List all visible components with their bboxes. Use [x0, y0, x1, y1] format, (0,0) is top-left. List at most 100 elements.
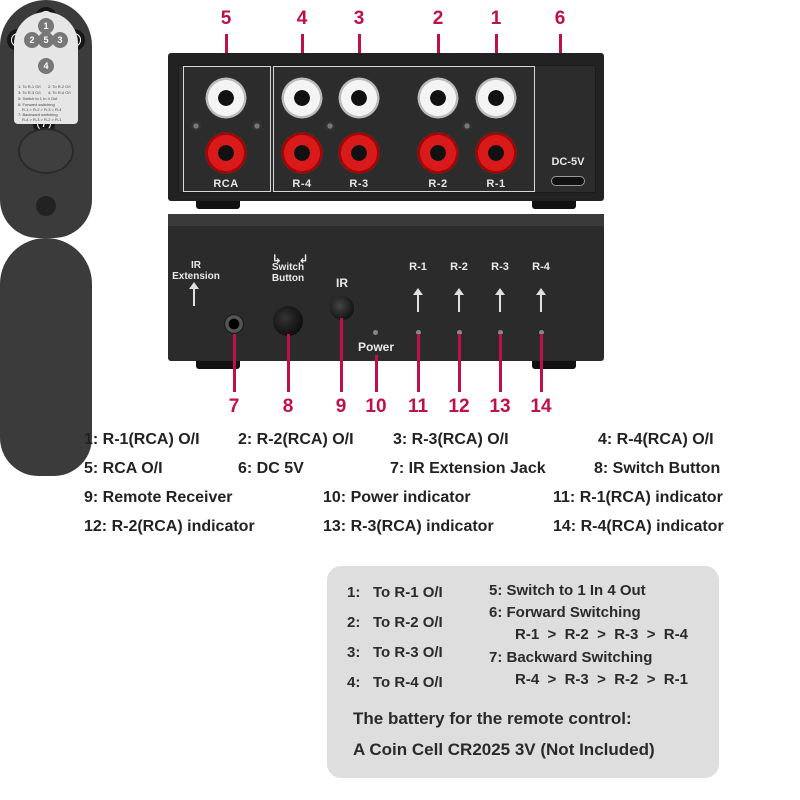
legend-item: 3: R-3(RCA) O/I	[393, 431, 509, 448]
legend-item: 4: R-4(RCA) O/I	[598, 431, 714, 448]
rca-red-jack[interactable]	[205, 132, 247, 174]
output-ports-frame	[273, 66, 535, 192]
callout-13: 13	[489, 396, 511, 417]
r4-led	[539, 330, 544, 335]
battery-note-line2: A Coin Cell CR2025 3V (Not Included)	[353, 740, 655, 759]
rear-panel: RCA R-4 R-3 R-2 R-1 DC-5V	[168, 53, 604, 209]
callout-10: 10	[365, 396, 387, 417]
front-foot	[196, 361, 240, 369]
port-label-r4: R-4	[532, 261, 550, 273]
legend-item: 1: R-1(RCA) O/I	[84, 431, 200, 448]
legend-item: 8: Switch Button	[594, 460, 721, 477]
arrow-up-icon	[413, 288, 423, 312]
power-led	[373, 330, 378, 335]
r1-white-jack[interactable]	[475, 77, 517, 119]
info-text: To R-2 O/I	[373, 614, 443, 631]
rca-port-frame	[183, 66, 271, 192]
dc-5v-label: DC-5V	[551, 156, 585, 168]
sticker-button-3: 3	[52, 32, 68, 48]
sticker-button-4: 4	[38, 58, 54, 74]
remote-back: 1 5 2 3 4 1: To R-1 O/I 2: To R-2 O/I 3:…	[0, 12, 92, 476]
sticker-text: 3: To R-3 O/I	[18, 90, 41, 95]
ir-extension-jack[interactable]	[224, 314, 244, 334]
r3-red-jack[interactable]	[338, 132, 380, 174]
sticker-text: 6: Forward switching	[18, 102, 55, 107]
r4-red-jack[interactable]	[281, 132, 323, 174]
usb-c-port[interactable]	[551, 176, 585, 186]
legend-item: 12: R-2(RCA) indicator	[84, 518, 255, 535]
callout-line-9	[340, 318, 343, 392]
callout-5: 5	[220, 8, 232, 29]
callout-7: 7	[228, 396, 240, 417]
sticker-text: 5: Switch to 1 In 4 Out	[18, 96, 58, 101]
callout-2: 2	[432, 8, 444, 29]
rear-foot	[196, 201, 240, 209]
sticker-text: 4: To R-4 O/I	[48, 90, 71, 95]
rear-panel-face: RCA R-4 R-3 R-2 R-1 DC-5V	[178, 65, 596, 193]
rear-foot	[532, 201, 576, 209]
info-text: To R-1 O/I	[373, 584, 443, 601]
rear-label-r4: R-4	[282, 178, 322, 190]
sticker-button-2: 2	[24, 32, 40, 48]
r2-white-jack[interactable]	[417, 77, 459, 119]
remote-instruction-sticker: 1 5 2 3 4 1: To R-1 O/I 2: To R-2 O/I 3:…	[14, 12, 78, 124]
r2-red-jack[interactable]	[417, 132, 459, 174]
cycle-arrows-icon: ↳ ↲	[271, 252, 309, 266]
rear-label-r3: R-3	[339, 178, 379, 190]
legend-item: 7: IR Extension Jack	[390, 460, 546, 477]
arrow-up-icon	[189, 282, 199, 306]
legend-item: 5: RCA O/I	[84, 460, 163, 477]
callout-4: 4	[296, 8, 308, 29]
sticker-text: R-4 > R-3 > R-2 > R-1	[22, 117, 62, 122]
rca-white-jack[interactable]	[205, 77, 247, 119]
callout-line-12	[458, 334, 461, 392]
legend-item: 9: Remote Receiver	[84, 489, 233, 506]
info-line: R-1 > R-2 > R-3 > R-4	[515, 626, 688, 643]
legend-item: 10: Power indicator	[323, 489, 471, 506]
lanyard-hole	[40, 200, 52, 212]
remote-info-box: 1: To R-1 O/I 2: To R-2 O/I 3: To R-3 O/…	[327, 566, 719, 778]
ir-receiver	[330, 296, 354, 320]
r1-red-jack[interactable]	[475, 132, 517, 174]
ir-extension-label: IR Extension	[172, 260, 220, 282]
callout-line-7	[233, 334, 236, 392]
rear-label-r2: R-2	[418, 178, 458, 190]
r4-white-jack[interactable]	[281, 77, 323, 119]
callout-1: 1	[490, 8, 502, 29]
rear-label-rca: RCA	[206, 178, 246, 190]
info-text: To R-4 O/I	[373, 674, 443, 691]
port-label-r2: R-2	[450, 261, 468, 273]
sticker-text: 2: To R-2 O/I	[48, 84, 71, 89]
info-line: 6: Forward Switching	[489, 604, 641, 621]
port-label-r1: R-1	[409, 261, 427, 273]
ir-label: IR	[336, 276, 348, 290]
info-line: R-4 > R-3 > R-2 > R-1	[515, 671, 688, 688]
switch-button-label: Switch Button	[271, 262, 305, 284]
screw-icon	[325, 121, 335, 131]
callout-line-10	[375, 355, 378, 392]
legend-item: 2: R-2(RCA) O/I	[238, 431, 354, 448]
arrow-up-icon	[536, 288, 546, 312]
callout-9: 9	[335, 396, 347, 417]
port-label-r3: R-3	[491, 261, 509, 273]
sticker-text: 1: To R-1 O/I	[18, 84, 41, 89]
r2-led	[457, 330, 462, 335]
battery-cover[interactable]	[18, 128, 74, 174]
r3-led	[498, 330, 503, 335]
info-line: 7: Backward Switching	[489, 649, 653, 666]
arrow-up-icon	[454, 288, 464, 312]
front-foot	[532, 361, 576, 369]
rear-label-r1: R-1	[476, 178, 516, 190]
power-label: Power	[357, 340, 394, 354]
callout-line-14	[540, 334, 543, 392]
r3-white-jack[interactable]	[338, 77, 380, 119]
callout-line-8	[287, 334, 290, 392]
callout-line-11	[417, 334, 420, 392]
switch-button[interactable]	[273, 306, 303, 336]
callout-11: 11	[407, 396, 429, 417]
legend-item: 14: R-4(RCA) indicator	[553, 518, 724, 535]
r1-led	[416, 330, 421, 335]
front-panel-top-edge	[168, 214, 604, 226]
callout-12: 12	[448, 396, 470, 417]
info-line: 5: Switch to 1 In 4 Out	[489, 582, 646, 599]
